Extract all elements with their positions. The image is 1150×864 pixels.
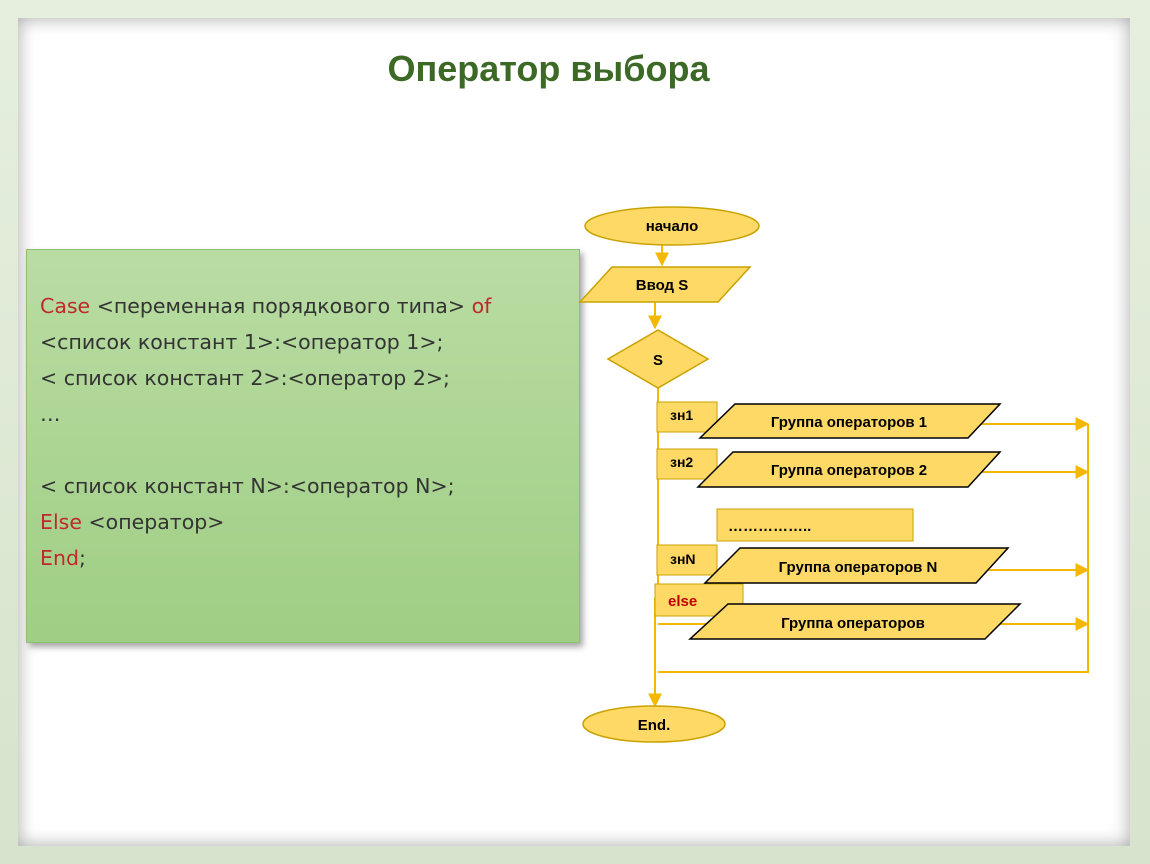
start-label: начало <box>646 218 699 235</box>
branch-label-box-n <box>656 544 718 576</box>
code-text: <переменная порядкового типа> <box>90 294 472 318</box>
end-terminator <box>582 705 726 743</box>
action-group-else <box>688 603 1022 640</box>
ellipsis-label: …………….. <box>728 518 811 535</box>
input-parallelogram <box>578 266 752 303</box>
code-text: ; <box>78 546 86 570</box>
code-line-1: Case <переменная порядкового типа> of <box>40 288 579 324</box>
code-text: <оператор> <box>81 510 225 534</box>
input-label: Ввод S <box>636 277 689 294</box>
code-line-3: < список констант 2>:<оператор 2>; <box>40 366 450 390</box>
action-label-n: Группа операторов N <box>779 559 938 576</box>
keyword-end: End <box>40 546 79 570</box>
branch-label-2: зн2 <box>670 454 693 470</box>
slide-title: Оператор выбора <box>387 48 710 89</box>
code-line-8: End; <box>40 540 579 576</box>
code-line-4: … <box>40 402 61 426</box>
action-label-1: Группа операторов 1 <box>771 414 927 431</box>
keyword-case: Case <box>40 294 91 318</box>
action-group-n <box>703 547 1010 584</box>
keyword-of: of <box>471 294 492 318</box>
keyword-else: Else <box>40 510 82 534</box>
branch-label-box-2 <box>656 448 718 480</box>
code-line-7: Else <оператор> <box>40 504 579 540</box>
action-label-else: Группа операторов <box>781 615 925 632</box>
branch-label-n: знN <box>670 551 696 567</box>
return-line <box>658 424 1089 673</box>
action-group-1 <box>698 403 1002 439</box>
code-line-2: <список констант 1>:<оператор 1>; <box>40 330 444 354</box>
decision-label: S <box>653 352 663 369</box>
ellipsis-box <box>716 508 914 542</box>
code-syntax-box: Case <переменная порядкового типа> of <с… <box>26 249 580 643</box>
action-label-2: Группа операторов 2 <box>771 462 927 479</box>
code-line-6: < список констант N>:<оператор N>; <box>40 474 455 498</box>
end-label: End. <box>638 717 671 734</box>
decision-diamond <box>606 329 710 389</box>
branch-label-box-1 <box>656 401 718 433</box>
branch-label-1: зн1 <box>670 407 693 423</box>
action-group-2 <box>696 451 1002 488</box>
start-terminator <box>584 206 760 246</box>
else-label: else <box>668 593 697 610</box>
